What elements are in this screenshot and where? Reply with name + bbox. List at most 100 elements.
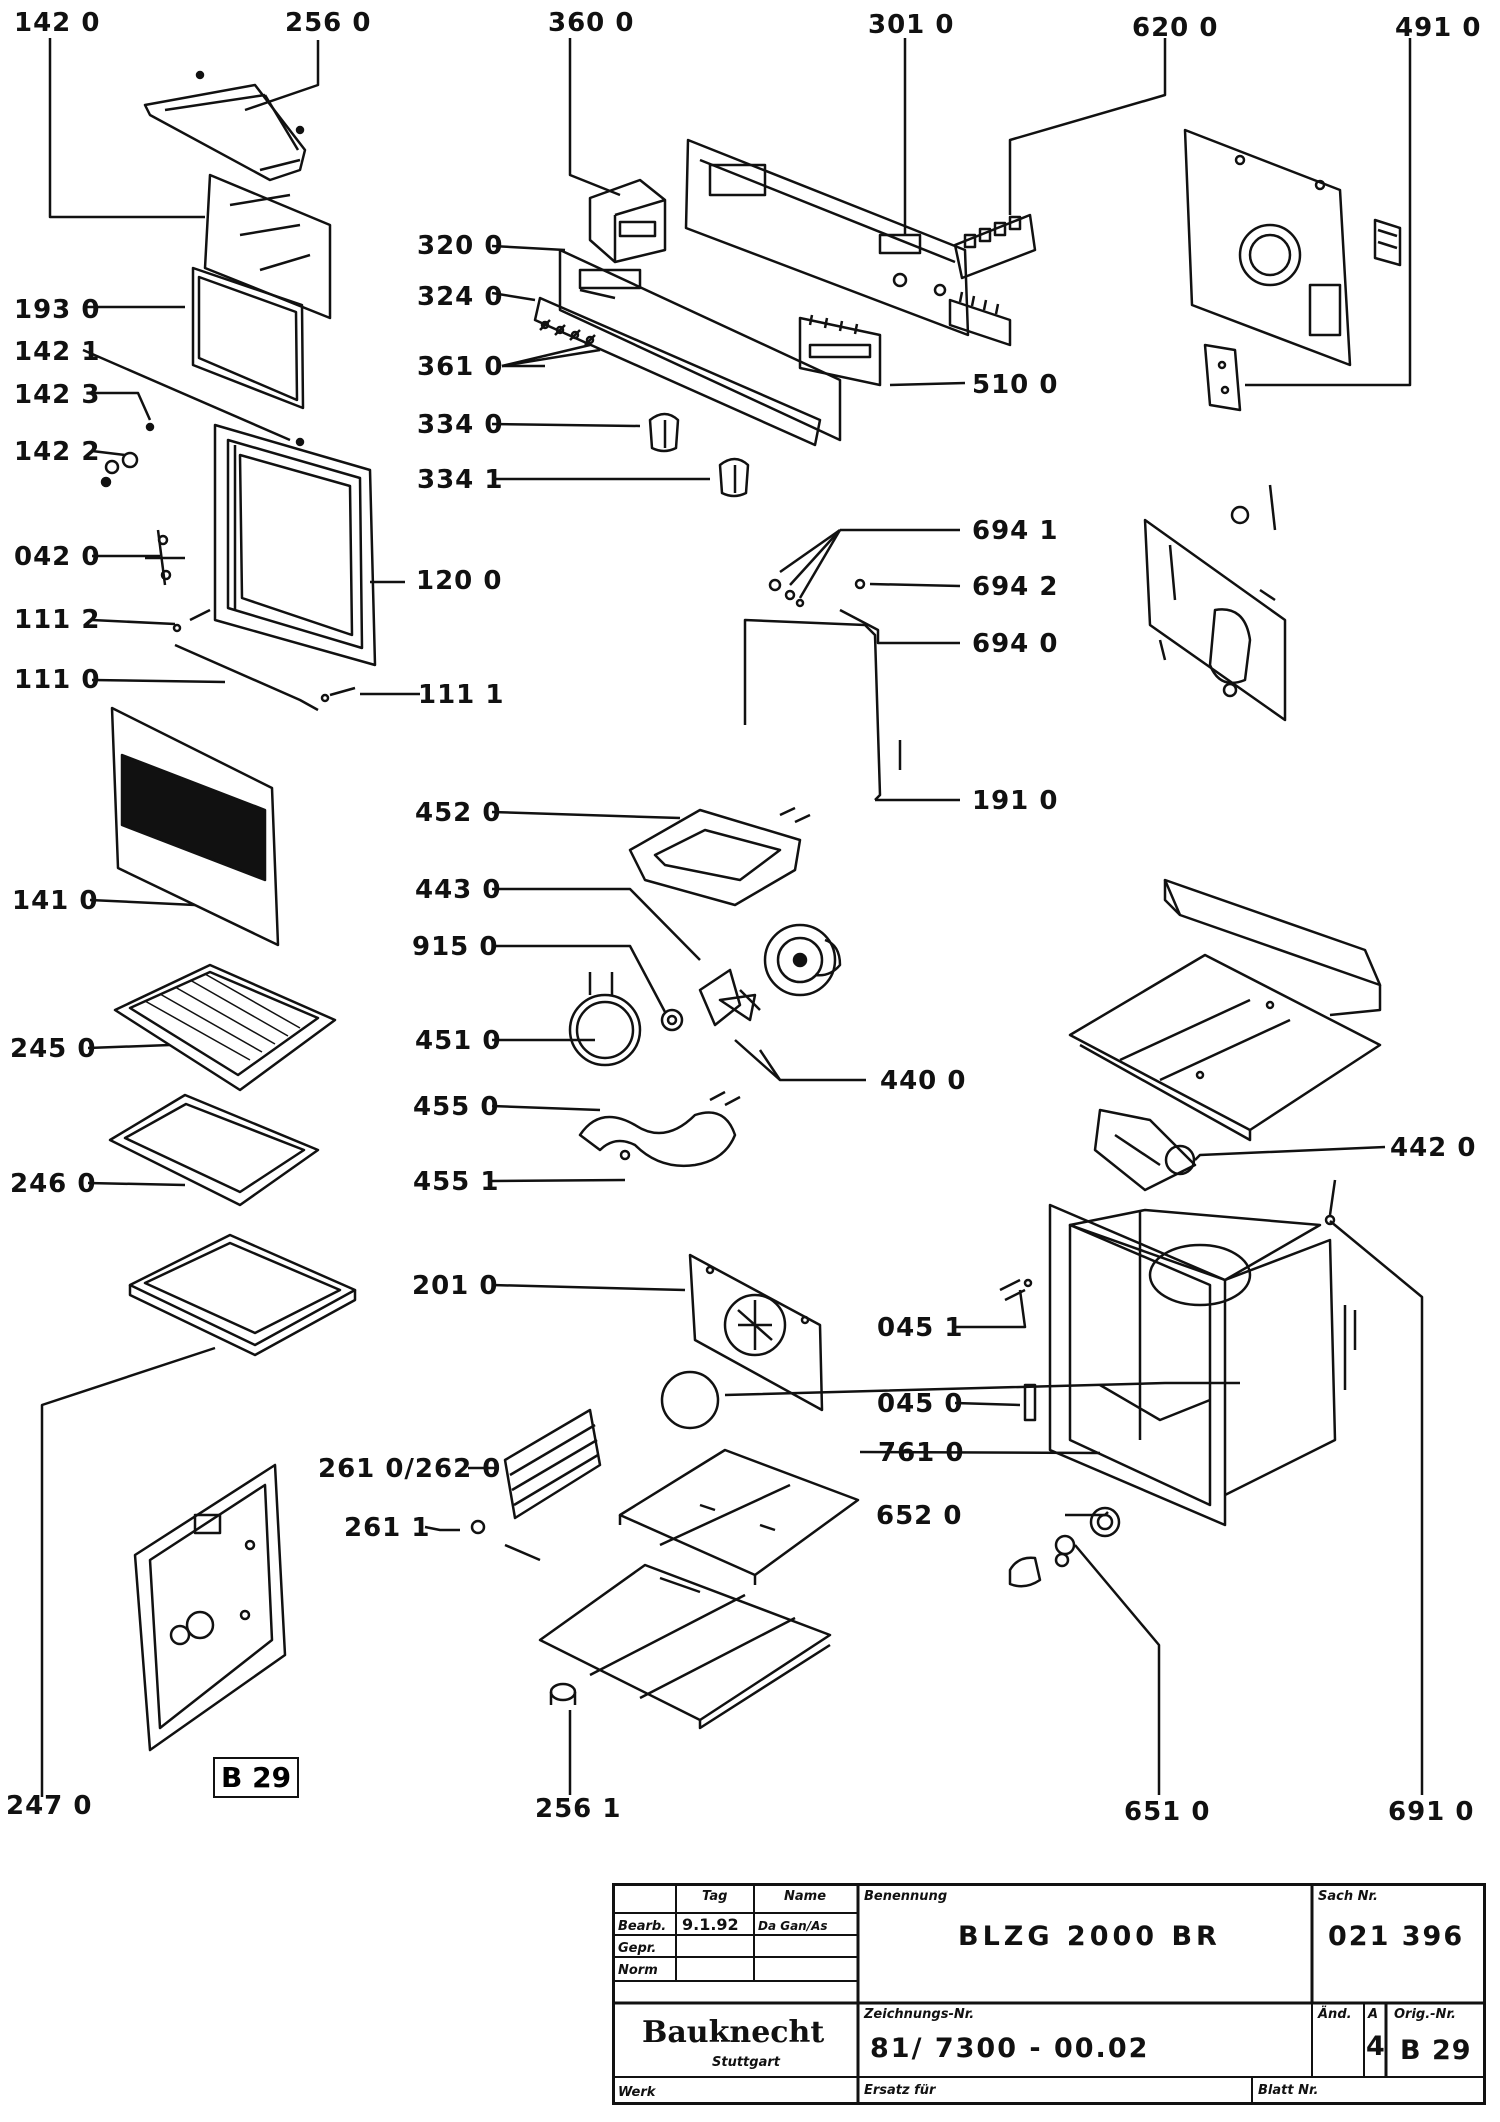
part-label-510-0: 510 0 (972, 370, 1059, 400)
part-label-245-0: 245 0 (10, 1034, 97, 1064)
part-label-111-1: 111 1 (418, 680, 505, 710)
tb-sach-label: Sach Nr. (1318, 1889, 1378, 1904)
part-label-142-3: 142 3 (14, 380, 101, 410)
part-label-452-0: 452 0 (415, 798, 502, 828)
part-label-246-0: 246 0 (10, 1169, 97, 1199)
rear-cover-panel (1183, 128, 1352, 367)
bottom-heating-element (578, 1090, 741, 1167)
electronic-timer (588, 178, 667, 264)
door-hinge (145, 529, 185, 586)
circular-heating-ring (568, 972, 642, 1067)
side-rail-rack (503, 1408, 602, 1520)
tb-col-tag: Tag (702, 1889, 728, 1904)
door-hinge-screws (100, 422, 305, 488)
cavity-light-holder (1023, 1383, 1037, 1422)
top-cover-hood (1163, 878, 1382, 1017)
part-label-142-0: 142 0 (14, 8, 101, 38)
part-label-191-0: 191 0 (972, 786, 1059, 816)
lamp-glass (1008, 1556, 1042, 1588)
cooling-fan-motor (1093, 1108, 1197, 1192)
leader-lines (40, 38, 1424, 1797)
title-block: Tag Name Bearb. Gepr. Norm 9.1.92 Da Gan… (612, 1883, 1486, 2105)
fan-wheel (698, 968, 761, 1027)
door-glass-panel (203, 173, 332, 320)
tb-zeichnungs-nr: 81/ 7300 - 00.02 (870, 2033, 1150, 2064)
part-label-045-1: 045 1 (877, 1313, 964, 1343)
tb-col-name: Name (784, 1889, 827, 1904)
tb-sach-nr: 021 396 (1328, 1921, 1465, 1952)
top-heating-element (628, 806, 811, 907)
part-label-915-0: 915 0 (412, 932, 499, 962)
outer-door-panel (110, 706, 280, 947)
rear-panel (133, 1463, 287, 1752)
control-panel-frame (684, 138, 970, 337)
temperature-sensor (743, 578, 902, 801)
oven-cavity (1048, 1203, 1357, 1527)
part-label-443-0: 443 0 (415, 875, 502, 905)
wire-rack (113, 963, 337, 1092)
foot (549, 1682, 577, 1705)
brand-subtitle: Stuttgart (712, 2055, 780, 2070)
part-label-193-0: 193 0 (14, 295, 101, 325)
part-label-111-0: 111 0 (14, 665, 101, 695)
part-label-261-0-262-0: 261 0/262 0 (318, 1454, 502, 1484)
part-label-301-0: 301 0 (868, 10, 955, 40)
tb-ersatz-label: Ersatz für (864, 2083, 936, 2098)
tb-blatt-label: Blatt Nr. (1258, 2083, 1319, 2098)
control-knob-2 (718, 457, 750, 498)
part-label-120-0: 120 0 (416, 566, 503, 596)
tb-bearb-name: Da Gan/As (758, 1919, 828, 1933)
front-control-fascia (533, 248, 842, 447)
part-label-451-0: 451 0 (415, 1026, 502, 1056)
roasting-pan (128, 1233, 357, 1357)
inner-door-frame (213, 423, 377, 667)
part-label-360-0: 360 0 (548, 8, 635, 38)
part-label-247-0: 247 0 (6, 1791, 93, 1821)
top-heat-shield (1068, 953, 1382, 1142)
mounting-bracket (1203, 343, 1242, 412)
part-label-111-2: 111 2 (14, 605, 101, 635)
tb-orig-value: B 29 (1400, 2035, 1472, 2066)
door-handle-trim (143, 70, 307, 182)
knob-stems (539, 319, 596, 346)
tb-benennung-label: Benennung (864, 1889, 948, 1904)
thermostat-switches (798, 314, 882, 387)
gasket-ring (660, 1370, 720, 1430)
base-plate (538, 1563, 832, 1730)
tb-and-value: 4 (1366, 2031, 1385, 2062)
part-label-651-0: 651 0 (1124, 1797, 1211, 1827)
door-rod (172, 608, 356, 712)
inner-bottom-plate (618, 1448, 860, 1585)
tb-benennung: BLZG 2000 BR (958, 1921, 1221, 1952)
tb-bearb-date: 9.1.92 (682, 1915, 739, 1934)
part-label-694-0: 694 0 (972, 629, 1059, 659)
part-label-334-1: 334 1 (417, 465, 504, 495)
cavity-screws (999, 1278, 1033, 1302)
lamp-socket (1054, 1534, 1076, 1568)
page-badge: B 29 (213, 1757, 300, 1798)
part-label-334-0: 334 0 (417, 410, 504, 440)
control-knob-1 (648, 412, 680, 453)
part-label-256-1: 256 1 (535, 1794, 622, 1824)
tb-werk-label: Werk (618, 2085, 656, 2100)
part-label-442-0: 442 0 (1390, 1133, 1477, 1163)
part-label-045-0: 045 0 (877, 1389, 964, 1419)
part-label-491-0: 491 0 (1395, 13, 1482, 43)
tb-and-label: Änd. (1318, 2007, 1352, 2022)
brand-logo: Bauknecht (642, 2015, 825, 2050)
part-label-261-1: 261 1 (344, 1513, 431, 1543)
side-bracket-assembly (1143, 484, 1287, 722)
part-label-691-0: 691 0 (1388, 1797, 1475, 1827)
tb-row-bearb: Bearb. (618, 1919, 667, 1934)
part-label-694-1: 694 1 (972, 516, 1059, 546)
part-label-256-0: 256 0 (285, 8, 372, 38)
part-label-141-0: 141 0 (12, 886, 99, 916)
part-label-620-0: 620 0 (1132, 13, 1219, 43)
part-label-440-0: 440 0 (880, 1066, 967, 1096)
baking-tray (108, 1093, 320, 1207)
part-label-320-0: 320 0 (417, 231, 504, 261)
tb-row-norm: Norm (618, 1963, 658, 1978)
part-label-455-0: 455 0 (413, 1092, 500, 1122)
fan-cover-plate (688, 1253, 824, 1412)
